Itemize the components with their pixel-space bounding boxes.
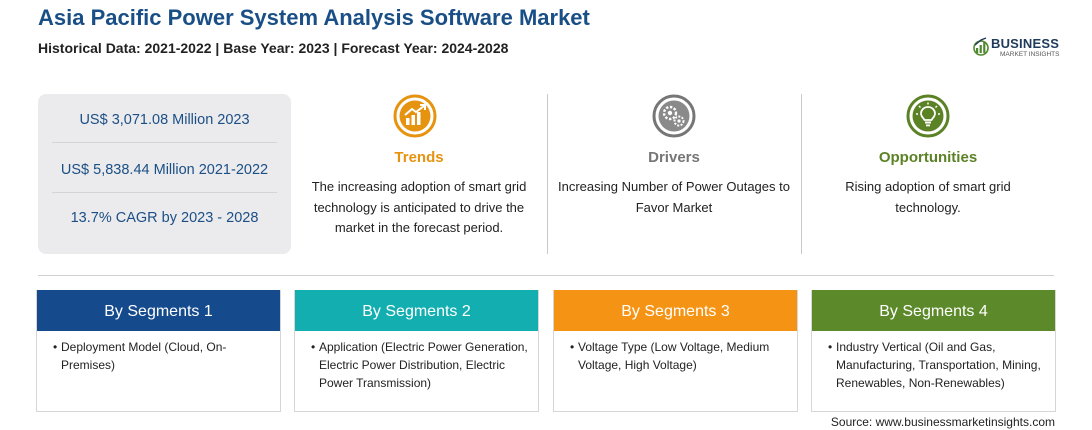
opportunities-text: Rising adoption of smart grid technology… [845, 179, 1011, 215]
page-title: Asia Pacific Power System Analysis Softw… [38, 5, 590, 30]
stat-market-size-2023: US$ 3,071.08 Million 2023 [79, 112, 250, 128]
stat-cagr: 13.7% CAGR by 2023 - 2028 [70, 210, 259, 226]
segment-2-title: By Segments 2 [295, 290, 538, 331]
column-divider [547, 94, 548, 254]
company-logo: BUSINESS MARKET INSIGHTS [972, 34, 1062, 62]
column-divider [801, 94, 802, 254]
opportunities-heading: Opportunities [878, 149, 978, 166]
market-stats-panel: US$ 3,071.08 Million 2023 US$ 5,838.44 M… [38, 94, 291, 254]
trend-chart-icon [393, 94, 437, 138]
segment-4-item: Industry Vertical (Oil and Gas, Manufact… [836, 340, 1041, 390]
segment-card-3: By Segments 3 • Voltage Type (Low Voltag… [553, 290, 798, 412]
stat-divider [52, 192, 277, 193]
drivers-text: Increasing Number of Power Outages to Fa… [558, 179, 790, 215]
segment-card-4: By Segments 4 • Industry Vertical (Oil a… [811, 290, 1056, 412]
trends-text: The increasing adoption of smart grid te… [311, 179, 527, 235]
lightbulb-icon [906, 94, 950, 138]
segment-card-1: By Segments 1 • Deployment Model (Cloud,… [36, 290, 281, 412]
segment-2-list: • Application (Electric Power Generation… [311, 338, 538, 392]
segment-3-title: By Segments 3 [554, 290, 797, 331]
stat-divider [52, 142, 277, 143]
logo-tagline: MARKET INSIGHTS [1000, 51, 1060, 58]
logo-globe-icon [973, 37, 989, 56]
segment-4-title: By Segments 4 [812, 290, 1055, 331]
segment-4-list: • Industry Vertical (Oil and Gas, Manufa… [828, 338, 1055, 392]
logo-name: BUSINESS [991, 36, 1060, 51]
stat-historical-value: US$ 5,838.44 Million 2021-2022 [60, 162, 269, 178]
source-note: Source: www.businessmarketinsights.com [830, 415, 1055, 429]
segment-card-2: By Segments 2 • Application (Electric Po… [294, 290, 539, 412]
segment-1-title: By Segments 1 [37, 290, 280, 331]
trends-heading: Trends [394, 149, 444, 166]
bullet-icon: • [570, 340, 575, 354]
gears-icon [652, 94, 696, 138]
bullet-icon: • [53, 340, 58, 354]
section-divider [38, 275, 1054, 276]
segment-3-list: • Voltage Type (Low Voltage, Medium Volt… [570, 338, 797, 374]
bullet-icon: • [828, 340, 833, 354]
bullet-icon: • [311, 340, 316, 354]
segment-1-list: • Deployment Model (Cloud, On-Premises) [53, 338, 280, 374]
segment-3-item: Voltage Type (Low Voltage, Medium Voltag… [578, 340, 770, 372]
segment-1-item: Deployment Model (Cloud, On-Premises) [61, 340, 227, 372]
drivers-heading: Drivers [648, 149, 700, 166]
page-subtitle: Historical Data: 2021-2022 | Base Year: … [38, 40, 509, 56]
segment-2-item: Application (Electric Power Generation, … [319, 340, 528, 390]
